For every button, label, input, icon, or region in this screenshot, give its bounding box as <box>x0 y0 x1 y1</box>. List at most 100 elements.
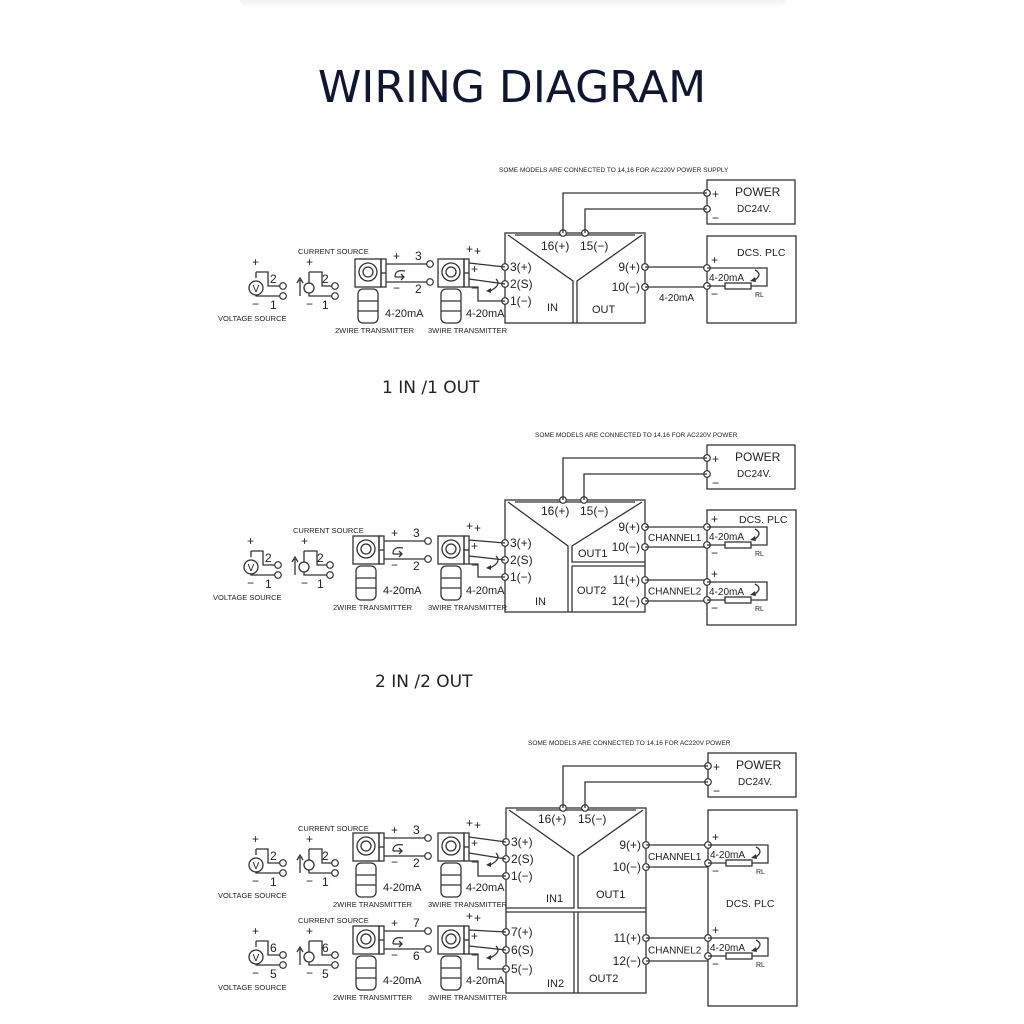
minus-sign: − <box>306 966 313 980</box>
channel-label: CHANNEL2 <box>648 946 702 957</box>
transmitter-body <box>357 288 379 324</box>
transmitter-body <box>440 565 462 601</box>
module-label-out1: OUT1 <box>578 548 607 560</box>
gauge-inner <box>445 933 457 945</box>
wire <box>304 550 327 566</box>
transmitter-body <box>355 955 377 991</box>
wire <box>708 844 769 864</box>
terminal-number: 1 <box>265 577 272 591</box>
input-terminal-label: 3(+) <box>510 536 532 550</box>
current-range-label: 4-20mA <box>709 273 744 284</box>
voltage-source-label: VOLTAGE SOURCE <box>218 983 287 992</box>
current-source-icon <box>303 282 315 294</box>
gauge-icon <box>356 929 376 949</box>
wire <box>583 473 707 500</box>
arrowhead-icon <box>486 288 491 293</box>
v-symbol: V <box>253 861 260 872</box>
plus-sign: + <box>474 818 481 832</box>
power-terminal-label: 15(−) <box>578 812 606 826</box>
current-range-label: 4-20mA <box>466 975 505 987</box>
arrowhead-icon <box>393 550 403 558</box>
gauge-icon <box>358 262 378 282</box>
current-source-icon <box>303 859 315 871</box>
rl-label: RL <box>755 292 764 299</box>
arrowhead-icon <box>393 847 403 855</box>
transmitter-body <box>355 862 377 898</box>
plus-sign: + <box>393 249 400 263</box>
terminal <box>331 951 339 959</box>
terminal-number: 1 <box>322 298 329 312</box>
power-label: POWER <box>735 185 781 199</box>
voltage-source-label: VOLTAGE SOURCE <box>218 314 287 323</box>
gauge-inner <box>445 543 457 555</box>
current-range-label: 4-20mA <box>383 975 422 987</box>
plus-sign: + <box>306 255 313 269</box>
plus-sign: + <box>306 832 313 846</box>
caption-1in-1out: 1 IN /1 OUT <box>382 378 480 398</box>
power-terminal-label: 15(−) <box>580 504 608 518</box>
current-source-label: CURRENT SOURCE <box>298 824 369 833</box>
dcs-plc-box <box>707 809 798 1007</box>
wire <box>303 572 327 576</box>
terminal <box>279 961 287 969</box>
arrowhead-icon <box>750 591 756 596</box>
wire <box>255 295 280 297</box>
output-terminal-label: 11(+) <box>613 573 640 587</box>
wire <box>256 271 280 287</box>
power-box <box>707 752 797 798</box>
minus-sign: − <box>712 476 719 490</box>
terminal-number: 2 <box>270 272 277 286</box>
gauge-inner <box>360 840 372 852</box>
current-source-label: CURRENT SOURCE <box>293 526 364 535</box>
terminal-number: 2 <box>317 551 324 565</box>
terminal-number: 2 <box>413 856 420 870</box>
minus-sign: − <box>471 281 478 295</box>
voltage-source-label: VOLTAGE SOURCE <box>218 891 287 900</box>
terminal-number: 7 <box>413 916 420 930</box>
terminal <box>279 951 287 959</box>
current-range-label: 4-20mA <box>710 943 745 954</box>
arrowhead-icon <box>751 947 757 952</box>
wire <box>584 208 707 233</box>
diagram-2in-2out: 16(+)15(−)3(+)2(S)1(−)INOUT1OUT29(+)10(−… <box>213 432 797 626</box>
current-range-label: 4-20mA <box>466 585 505 597</box>
arrowhead-icon <box>750 277 756 282</box>
gauge-icon <box>356 836 376 856</box>
isolator-module <box>504 232 646 324</box>
channel-label: CHANNEL1 <box>648 852 702 863</box>
wire <box>707 267 768 287</box>
rl-label: RL <box>755 551 764 558</box>
module-label-in: IN <box>535 596 546 608</box>
current-source: CURRENT SOURCE+2−1 <box>296 824 369 889</box>
plus-sign: + <box>391 823 398 837</box>
loop-arrow-icon <box>489 555 499 569</box>
plus-sign: + <box>466 909 473 923</box>
current-source-icon <box>303 951 315 963</box>
dcs-plc-label: DCS. PLC <box>737 247 786 259</box>
wire <box>507 501 569 612</box>
wire <box>469 860 506 877</box>
wire <box>255 964 280 966</box>
wire <box>308 962 332 966</box>
channel-label: CHANNEL1 <box>648 533 702 544</box>
input-terminal-label: 6(S) <box>511 943 534 957</box>
wire <box>707 526 768 546</box>
wire <box>562 192 707 233</box>
transmitter-body <box>440 862 462 898</box>
plus-sign: + <box>252 924 259 938</box>
terminal <box>279 859 287 867</box>
plus-sign: + <box>712 452 719 466</box>
output-terminal-label: 12(−) <box>612 594 640 608</box>
dcs-plc-box <box>706 509 797 626</box>
terminal-number: 3 <box>413 823 420 837</box>
gauge-icon <box>441 539 461 559</box>
power-note: SOME MODELS ARE CONNECTED TO 14,16 FOR A… <box>535 432 738 439</box>
current-range-label: 4-20mA <box>709 532 744 543</box>
gauge-icon <box>441 929 461 949</box>
